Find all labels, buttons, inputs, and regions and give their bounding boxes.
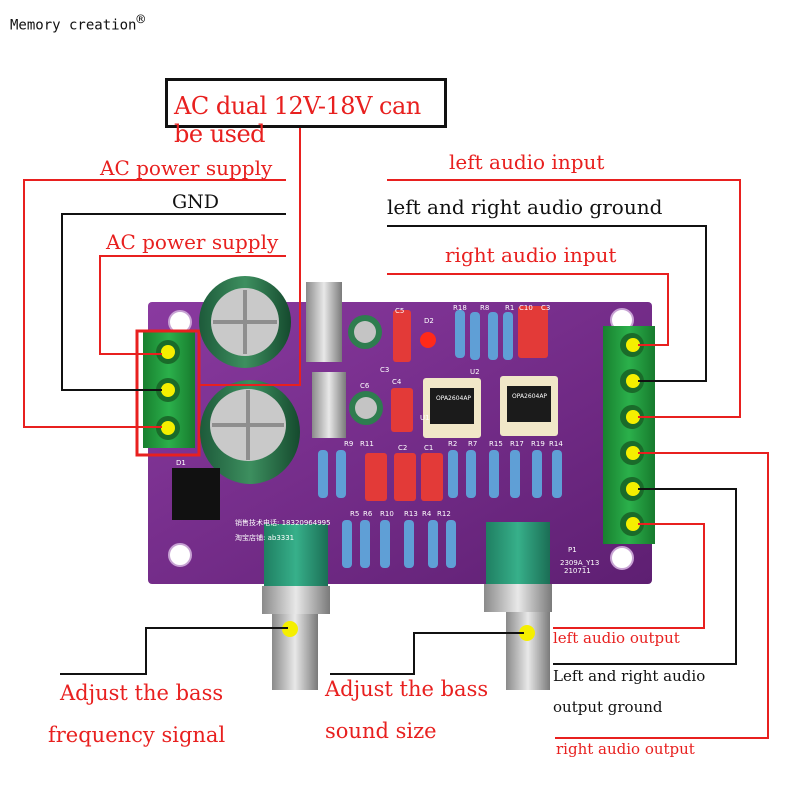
callout-lines	[23, 128, 769, 739]
svg-text:R6: R6	[363, 510, 373, 518]
svg-text:C6: C6	[360, 382, 370, 390]
svg-text:C4: C4	[392, 378, 402, 386]
svg-text:R2: R2	[448, 440, 457, 448]
svg-text:R19: R19	[531, 440, 545, 448]
filter-capacitors	[199, 276, 300, 484]
svg-text:R18: R18	[453, 304, 467, 312]
svg-text:R5: R5	[350, 510, 359, 518]
brand-mark: Memory creation®	[10, 13, 145, 33]
label-right-audio-input: right audio input	[445, 243, 617, 267]
svg-text:U1: U1	[420, 414, 430, 422]
voltage-callout-box: AC dual 12V-18V can be used	[165, 78, 447, 148]
chip-label-2: OPA2604AP	[512, 393, 547, 400]
svg-text:R14: R14	[549, 440, 563, 448]
svg-text:D2: D2	[424, 317, 434, 325]
label-lr-audio-ground: left and right audio ground	[387, 195, 663, 219]
label-ac-power-2: AC power supply	[106, 230, 279, 254]
label-ac-power-1: AC power supply	[100, 156, 273, 180]
op-amp-chips	[423, 376, 558, 438]
svg-text:P1: P1	[568, 546, 577, 554]
label-left-audio-output: left audio output	[553, 629, 680, 647]
svg-text:R17: R17	[510, 440, 524, 448]
silk-shop: 淘宝店铺: ab3331	[235, 533, 294, 542]
label-bass-size-line1: Adjust the bass	[325, 677, 489, 701]
label-lr-output-ground-line1: Left and right audio	[553, 667, 706, 685]
svg-text:R12: R12	[437, 510, 451, 518]
chip-label-1: OPA2604AP	[436, 395, 471, 402]
svg-text:C3: C3	[380, 366, 389, 374]
svg-text:D1: D1	[176, 459, 186, 467]
potentiometer-left	[262, 524, 330, 690]
svg-text:R1: R1	[505, 304, 514, 312]
svg-text:R11: R11	[360, 440, 374, 448]
svg-text:R7: R7	[468, 440, 477, 448]
audio-terminal-block	[603, 326, 655, 544]
label-lr-output-ground-line2: output ground	[553, 698, 663, 716]
power-terminal-block	[135, 329, 201, 457]
potentiometer-right	[484, 522, 552, 690]
resistors	[318, 310, 562, 568]
bridge-rectifier	[172, 468, 220, 520]
svg-text:R13: R13	[404, 510, 418, 518]
svg-text:C2: C2	[398, 444, 407, 452]
silk-date: 210711	[564, 567, 591, 575]
svg-text:R9: R9	[344, 440, 353, 448]
silk-phone: 销售技术电话: 18320964995	[235, 518, 331, 527]
svg-text:C1: C1	[424, 444, 433, 452]
silk-version: 2309A_Y13	[560, 559, 599, 567]
small-components	[348, 306, 548, 501]
svg-text:R10: R10	[380, 510, 394, 518]
registered-mark: ®	[136, 12, 145, 28]
label-gnd: GND	[172, 191, 220, 213]
label-bass-frequency-line2: frequency signal	[48, 723, 226, 747]
label-bass-frequency-line1: Adjust the bass	[60, 681, 224, 705]
label-left-audio-input: left audio input	[449, 150, 605, 174]
svg-text:R8: R8	[480, 304, 489, 312]
svg-text:C3: C3	[541, 304, 550, 312]
regulators	[306, 282, 346, 438]
label-right-audio-output: right audio output	[556, 740, 695, 758]
voltage-callout-text: AC dual 12V-18V can be used	[174, 92, 421, 148]
svg-text:U2: U2	[470, 368, 480, 376]
svg-text:C5: C5	[395, 307, 404, 315]
label-bass-size-line2: sound size	[325, 719, 437, 743]
pcb-board	[148, 302, 652, 584]
brand-text: Memory creation	[10, 17, 137, 34]
svg-text:C10: C10	[519, 304, 533, 312]
svg-text:R15: R15	[489, 440, 503, 448]
svg-text:R4: R4	[422, 510, 432, 518]
